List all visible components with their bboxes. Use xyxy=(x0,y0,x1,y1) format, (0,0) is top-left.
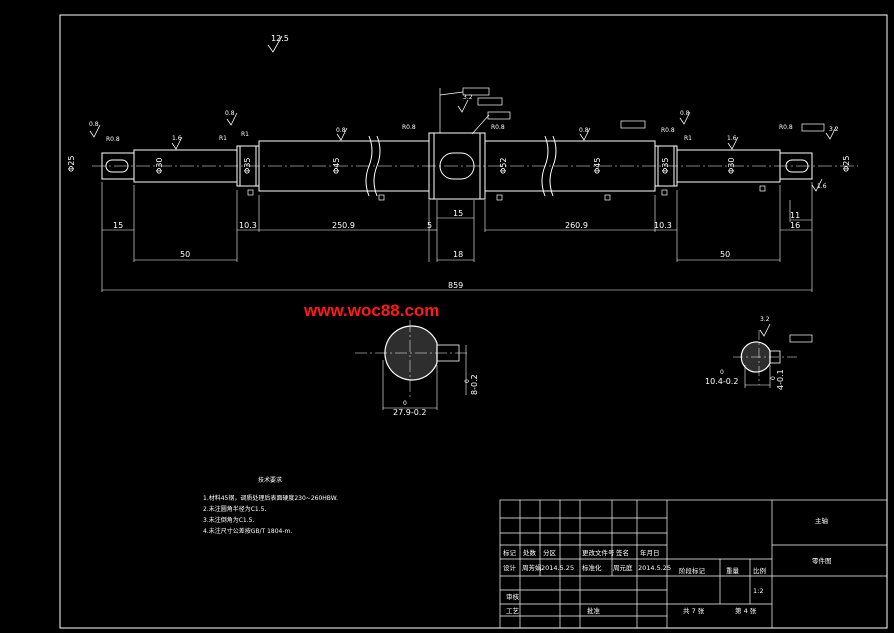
roughness-symbols xyxy=(89,99,837,192)
svg-text:年月日: 年月日 xyxy=(640,548,660,557)
dia-right-end: Φ25 xyxy=(842,156,851,172)
drawing-frame xyxy=(59,14,888,629)
svg-text:共 7 张: 共 7 张 xyxy=(683,606,705,615)
svg-text:0.8: 0.8 xyxy=(225,110,235,117)
section-a xyxy=(355,320,470,410)
svg-text:0: 0 xyxy=(720,369,724,376)
dia-left-end: Φ25 xyxy=(67,156,76,172)
svg-text:12.5: 12.5 xyxy=(271,34,289,43)
svg-text:1.6: 1.6 xyxy=(172,135,182,142)
svg-text:250.9: 250.9 xyxy=(332,221,355,230)
dia-left-mid: Φ30 xyxy=(155,158,164,174)
tech-item: 1.材料45钢，调质处理后表面硬度230~260HBW. xyxy=(203,494,338,502)
dia-left-step: Φ35 xyxy=(243,158,252,174)
svg-text:R0.8: R0.8 xyxy=(402,124,416,131)
svg-text:R0.8: R0.8 xyxy=(779,124,793,131)
svg-text:R1: R1 xyxy=(219,135,227,142)
svg-text:0: 0 xyxy=(770,376,777,380)
watermark: www.woc88.com xyxy=(303,301,439,320)
svg-text:0: 0 xyxy=(403,400,407,407)
title-block xyxy=(499,499,888,629)
svg-text:50: 50 xyxy=(720,250,730,259)
svg-text:周元庭: 周元庭 xyxy=(613,563,633,572)
svg-text:重量: 重量 xyxy=(726,567,740,575)
svg-text:1.6: 1.6 xyxy=(817,183,827,190)
svg-text:批准: 批准 xyxy=(587,606,601,615)
svg-text:签名: 签名 xyxy=(616,548,629,557)
svg-text:2014.5.25: 2014.5.25 xyxy=(541,564,574,572)
svg-text:R1: R1 xyxy=(241,131,249,138)
svg-text:0.8: 0.8 xyxy=(680,110,690,117)
part-name: 主轴 xyxy=(815,516,829,525)
svg-text:1:2: 1:2 xyxy=(753,587,763,595)
svg-text:10.4-0.2: 10.4-0.2 xyxy=(705,377,738,386)
svg-text:标准化: 标准化 xyxy=(582,563,602,572)
svg-text:11: 11 xyxy=(790,211,800,220)
svg-text:设计: 设计 xyxy=(503,563,517,572)
svg-text:标记: 标记 xyxy=(503,548,517,557)
tolerance-frames xyxy=(439,87,825,135)
dia-center: Φ52 xyxy=(499,158,508,174)
svg-text:R0.8: R0.8 xyxy=(661,127,675,134)
break-marks xyxy=(365,135,557,197)
svg-text:3.2: 3.2 xyxy=(760,316,770,323)
svg-text:更改文件号: 更改文件号 xyxy=(582,548,615,557)
svg-text:周芳娟: 周芳娟 xyxy=(522,563,542,572)
svg-text:16: 16 xyxy=(790,221,800,230)
general-roughness-symbol: 12.5 xyxy=(267,34,289,53)
svg-text:第 4 张: 第 4 张 xyxy=(735,606,757,615)
svg-text:处数: 处数 xyxy=(523,548,537,557)
svg-text:15: 15 xyxy=(453,209,463,218)
dia-left-main: Φ45 xyxy=(332,158,341,174)
svg-text:R0.8: R0.8 xyxy=(106,136,120,143)
svg-text:工艺: 工艺 xyxy=(506,607,520,615)
tech-item: 2.未注圆角半径为C1.5. xyxy=(203,505,266,513)
svg-text:15: 15 xyxy=(113,221,123,230)
svg-text:R0.8: R0.8 xyxy=(491,124,505,131)
svg-text:3.2: 3.2 xyxy=(829,126,839,133)
svg-text:1.6: 1.6 xyxy=(727,135,737,142)
svg-text:10.3: 10.3 xyxy=(654,221,672,230)
svg-text:审核: 审核 xyxy=(506,592,520,601)
svg-text:27.9-0.2: 27.9-0.2 xyxy=(393,408,426,417)
technical-requirements: 技术要求 1.材料45钢，调质处理后表面硬度230~260HBW. 2.未注圆角… xyxy=(203,476,338,535)
dia-right-main: Φ45 xyxy=(593,158,602,174)
svg-text:0: 0 xyxy=(464,379,471,383)
dimension-lines xyxy=(101,182,813,292)
svg-text:10.3: 10.3 xyxy=(239,221,257,230)
dia-right-mid: Φ30 xyxy=(727,158,736,174)
drawing-type: 零件图 xyxy=(812,556,832,565)
svg-text:0.8: 0.8 xyxy=(89,121,99,128)
svg-text:859: 859 xyxy=(448,281,463,290)
svg-text:18: 18 xyxy=(453,250,463,259)
tech-item: 3.未注倒角为C1.5. xyxy=(203,516,254,524)
svg-text:0.8: 0.8 xyxy=(579,127,589,134)
dia-right-step: Φ35 xyxy=(661,158,670,174)
svg-text:260.9: 260.9 xyxy=(565,221,588,230)
svg-text:0.8: 0.8 xyxy=(336,127,346,134)
section-b xyxy=(733,323,813,388)
svg-text:分区: 分区 xyxy=(543,548,557,557)
svg-text:3.2: 3.2 xyxy=(463,94,473,101)
svg-text:5: 5 xyxy=(427,221,432,230)
tech-title: 技术要求 xyxy=(258,476,282,484)
svg-text:阶段标记: 阶段标记 xyxy=(679,566,706,575)
svg-text:8-0.2: 8-0.2 xyxy=(470,374,479,395)
svg-text:比例: 比例 xyxy=(753,566,766,575)
svg-text:R1: R1 xyxy=(684,135,692,142)
shaft-main-view xyxy=(92,132,858,200)
tech-item: 4.未注尺寸公差按GB/T 1804-m. xyxy=(203,527,292,535)
svg-text:2014.5.25: 2014.5.25 xyxy=(638,564,671,572)
svg-text:4-0.1: 4-0.1 xyxy=(776,369,785,390)
svg-text:50: 50 xyxy=(180,250,190,259)
